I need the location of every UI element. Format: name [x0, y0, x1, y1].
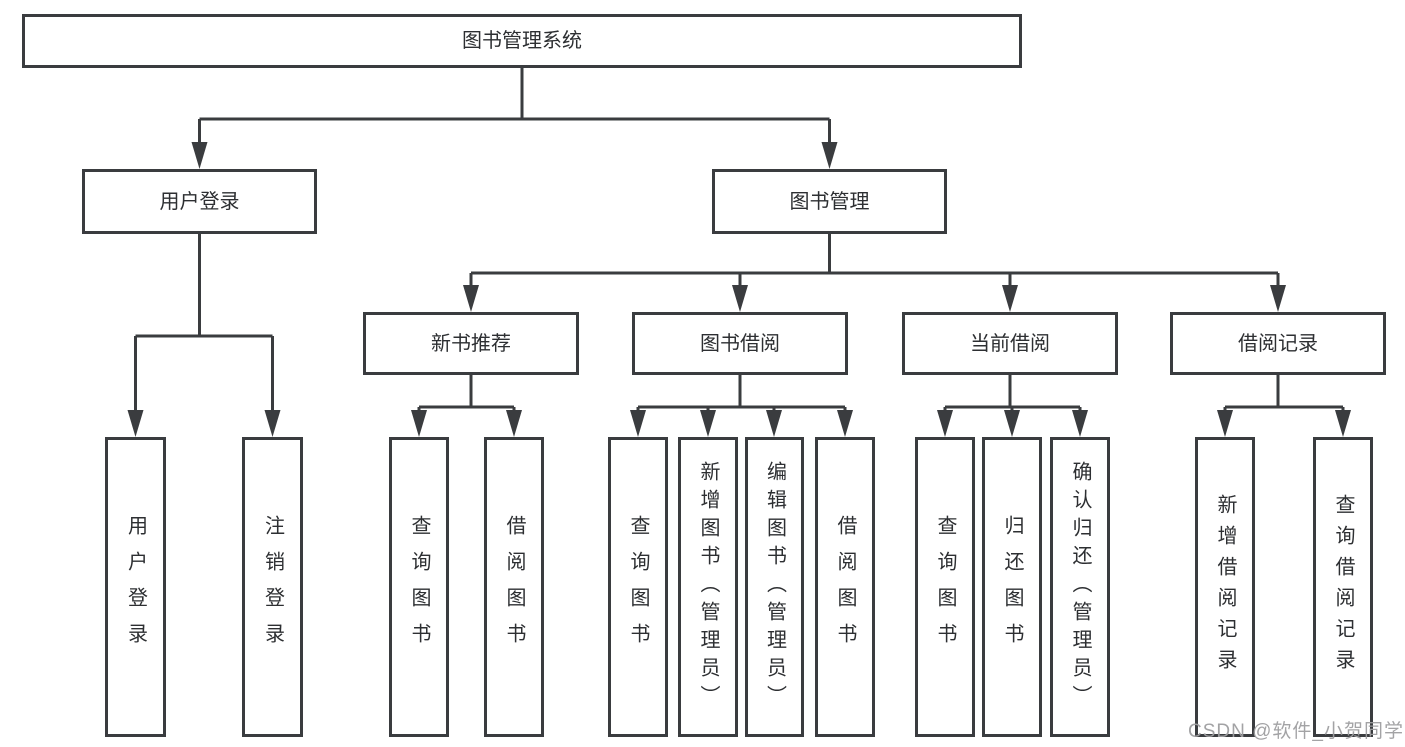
node-label: 图书借阅: [700, 332, 780, 355]
node-current-borrowing: 当前借阅: [902, 312, 1118, 375]
node-label: 查询图书: [408, 515, 430, 659]
connector-user-login-children: [134, 234, 274, 414]
node-label: 用户登录: [124, 515, 147, 659]
node-user-login: 用户登录: [82, 169, 317, 234]
node-label: 归还图书: [1001, 515, 1023, 659]
node-borrowing-records: 借阅记录: [1170, 312, 1386, 375]
node-label: 查询图书: [627, 515, 649, 659]
node-label: 当前借阅: [970, 332, 1050, 355]
leaf-query-books-current: 查询图书: [915, 437, 975, 737]
node-label: 图书管理: [789, 190, 870, 213]
leaf-borrow-books-recommend: 借阅图书: [484, 437, 544, 737]
node-label: 查询图书: [934, 515, 956, 659]
leaf-logout: 注销登录: [242, 437, 303, 737]
connector-new-book-children: [417, 375, 516, 415]
node-label: 新增图书（管理员）: [697, 461, 719, 713]
node-library-management-system: 图书管理系统: [22, 14, 1022, 68]
node-label: 编辑图书（管理员）: [763, 461, 786, 713]
csdn-watermark: CSDN @软件_小贺同学: [1188, 721, 1404, 742]
node-label: 新书推荐: [431, 332, 511, 355]
connector-book-management-children: [469, 234, 1280, 289]
connector-borrow-record-children: [1223, 375, 1345, 415]
leaf-add-book-admin: 新增图书（管理员）: [678, 437, 738, 737]
node-new-book-recommend: 新书推荐: [363, 312, 579, 375]
leaf-edit-book-admin: 编辑图书（管理员）: [745, 437, 804, 737]
node-book-management: 图书管理: [712, 169, 947, 234]
node-label: 用户登录: [159, 190, 240, 213]
node-label: 确认归还（管理员）: [1069, 461, 1091, 713]
node-label: 借阅图书: [834, 515, 856, 659]
leaf-confirm-return-admin: 确认归还（管理员）: [1050, 437, 1110, 737]
node-label: 借阅记录: [1238, 332, 1318, 355]
node-label: 借阅图书: [503, 515, 525, 659]
leaf-borrow-books-borrowing: 借阅图书: [815, 437, 875, 737]
node-label: 图书管理系统: [462, 30, 582, 52]
leaf-query-books-recommend: 查询图书: [389, 437, 449, 737]
node-label: 新增借阅记录: [1214, 494, 1236, 680]
leaf-add-borrow-record: 新增借阅记录: [1195, 437, 1255, 737]
leaf-query-borrow-record: 查询借阅记录: [1313, 437, 1373, 737]
connector-current-borrow-children: [943, 375, 1082, 415]
leaf-return-books: 归还图书: [982, 437, 1042, 737]
connector-root-to-level2: [198, 68, 831, 146]
leaf-query-books-borrowing: 查询图书: [608, 437, 668, 737]
node-label: 查询借阅记录: [1332, 494, 1354, 680]
leaf-user-login: 用户登录: [105, 437, 166, 737]
connector-book-borrow-children: [636, 375, 847, 415]
node-label: 注销登录: [261, 515, 284, 659]
node-book-borrowing: 图书借阅: [632, 312, 848, 375]
